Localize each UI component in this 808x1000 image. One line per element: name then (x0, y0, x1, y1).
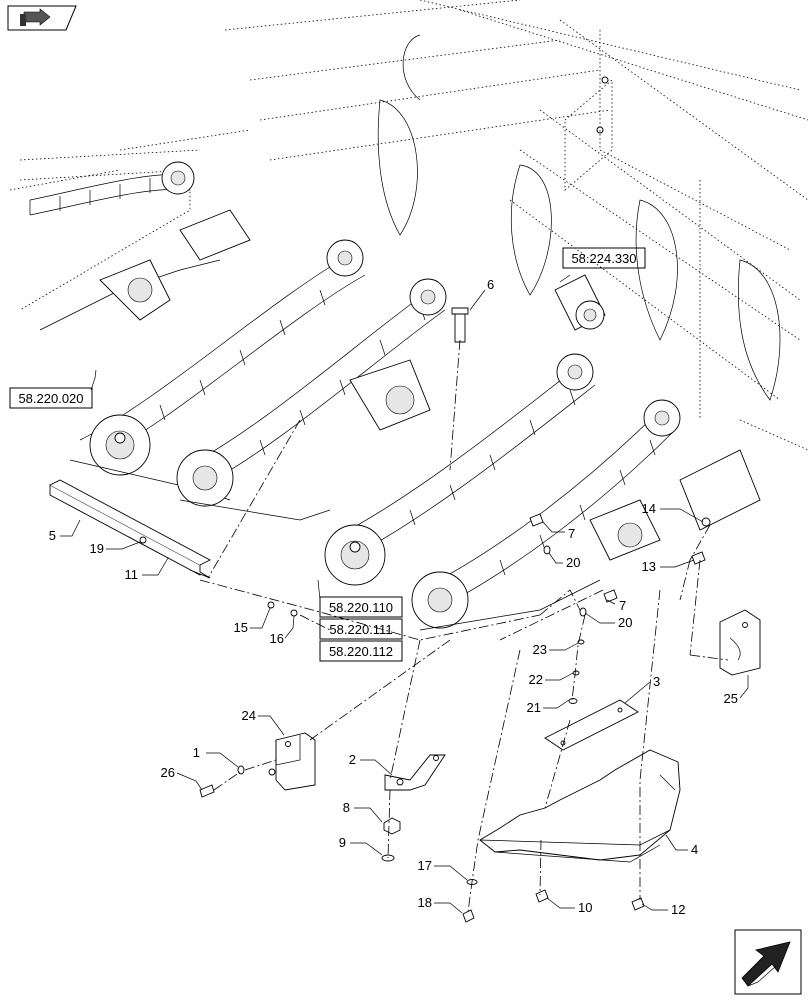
callout-19: 19 (90, 541, 104, 556)
part-20-washer-lower (579, 607, 587, 617)
callout-18: 18 (418, 895, 432, 910)
part-14-washer (701, 517, 711, 527)
callout-4: 4 (691, 842, 698, 857)
part-15-16-hardware (267, 601, 298, 617)
callout-26: 26 (161, 765, 175, 780)
part-24-bracket (268, 732, 316, 791)
part-12-bolt (631, 897, 645, 911)
part-7-bolt-upper (529, 513, 544, 527)
part-13-bolt (691, 551, 706, 565)
part-10-bolt (535, 889, 549, 903)
row-unit-2 (69, 239, 366, 501)
callout-9: 9 (339, 835, 346, 850)
ref-58-220-110[interactable]: 58.220.110 (319, 596, 403, 618)
part-19-bolt (139, 536, 147, 544)
side-plate (564, 76, 613, 191)
callout-24: 24 (242, 708, 256, 723)
leader-lines (60, 274, 749, 914)
callout-22: 22 (529, 672, 543, 687)
assembly-lines (199, 339, 729, 913)
svg-text:58.220.111: 58.220.111 (329, 622, 392, 637)
callout-6: 6 (487, 277, 494, 292)
callout-11: 11 (125, 567, 139, 582)
svg-text:58.220.110: 58.220.110 (329, 600, 393, 615)
gearbox-middle (349, 359, 431, 431)
callout-20b: 20 (618, 615, 632, 630)
callout-2: 2 (349, 752, 356, 767)
callout-5: 5 (49, 528, 56, 543)
callout-labels: 1 2 3 4 5 6 7 7 8 9 10 11 12 13 14 15 16… (49, 277, 738, 917)
drive-coupling (554, 274, 606, 331)
ref-58-220-112[interactable]: 58.220.112 (319, 640, 403, 662)
part-3-plate (544, 699, 639, 751)
part-4-shield (479, 749, 681, 863)
callout-7b: 7 (619, 598, 626, 613)
part-20-washer-upper (543, 545, 551, 555)
part-21-22-23-stack (568, 639, 585, 704)
callout-10: 10 (578, 900, 592, 915)
svg-text:58.224.330: 58.224.330 (571, 251, 636, 266)
part-18-bolt (462, 909, 475, 923)
callout-12: 12 (671, 902, 685, 917)
gearbox-left (99, 209, 251, 321)
callout-7a: 7 (568, 526, 575, 541)
part-26-bolt (199, 784, 215, 798)
row-unit-5 (411, 399, 681, 631)
callout-17: 17 (418, 858, 432, 873)
callout-3: 3 (653, 674, 660, 689)
next-page-arrow-icon[interactable] (734, 929, 802, 995)
auger-flights (377, 34, 781, 401)
gearbox-right (589, 449, 761, 561)
callout-1: 1 (193, 745, 200, 760)
callout-25: 25 (724, 691, 738, 706)
part-25-bracket (719, 609, 761, 676)
book-arrow-icon[interactable] (7, 5, 77, 31)
ref-58-220-020[interactable]: 58.220.020 (9, 387, 93, 409)
part-1-washer (237, 765, 245, 775)
callout-21: 21 (527, 700, 541, 715)
row-unit-left (19, 161, 221, 331)
part-6-bolt (451, 307, 469, 343)
callout-23: 23 (533, 642, 547, 657)
ref-58-220-111[interactable]: 58.220.111 (319, 618, 403, 640)
row-unit-4 (324, 353, 596, 586)
callout-13: 13 (642, 559, 656, 574)
svg-text:58.220.020: 58.220.020 (18, 391, 83, 406)
callout-15: 15 (234, 620, 248, 635)
callout-20a: 20 (566, 555, 580, 570)
part-2-bracket (384, 754, 446, 791)
ref-58-224-330[interactable]: 58.224.330 (562, 247, 646, 269)
part-11-shield-bar (49, 479, 211, 579)
callout-14: 14 (642, 501, 656, 516)
row-unit-3 (176, 278, 447, 521)
callout-8: 8 (343, 800, 350, 815)
svg-text:58.220.112: 58.220.112 (329, 644, 393, 659)
part-8-nut (383, 817, 401, 835)
callout-16: 16 (270, 631, 284, 646)
part-7-bolt-lower (603, 589, 618, 603)
header-frame-background (9, 0, 808, 451)
